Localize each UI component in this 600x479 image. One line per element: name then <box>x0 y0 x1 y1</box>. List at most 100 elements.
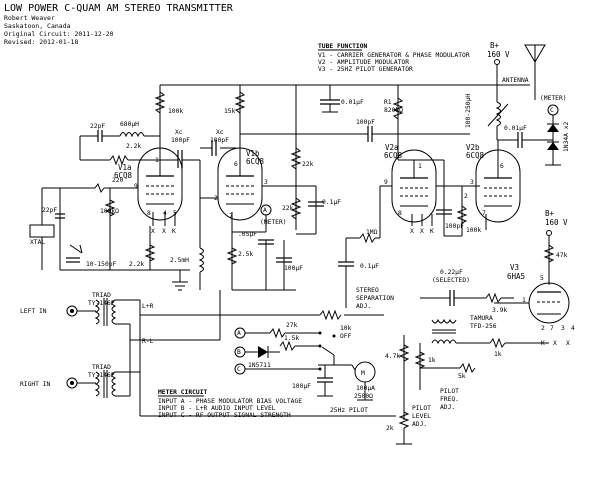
meter-input-b-label: B <box>237 349 241 356</box>
resistor-27k-label: 27k <box>286 322 298 329</box>
transformer-triad-left <box>94 298 117 326</box>
cap-100pf-label: 100pF <box>171 137 190 144</box>
meter-100ua <box>354 361 376 383</box>
b-plus-v3-voltage: 160 V <box>545 218 568 227</box>
meter-circuit-legend: METER CIRCUIT INPUT A - PHASE MODULATOR … <box>158 389 302 419</box>
meter-a-tag: (METER) <box>260 219 287 226</box>
transformer-tamura <box>431 318 457 345</box>
cap-100pf-b-label: 100pF <box>210 137 229 144</box>
pilot-25hz-label: 25Hz PILOT <box>330 407 368 414</box>
resistor-22k-a <box>290 147 302 170</box>
resistor-47k <box>543 244 555 263</box>
pin-label: 1 <box>418 163 422 170</box>
author: Robert Weaver <box>4 14 55 22</box>
inductor-100-250uh-label: 100-250µH <box>465 94 472 128</box>
meter-c-tag: (METER) <box>540 95 567 102</box>
resistor-27k <box>269 327 286 339</box>
resistor-r1-820k <box>392 97 404 120</box>
l-plus-r-label: L+R <box>142 303 154 310</box>
resistor-1k5-label: 1.5k <box>284 335 299 342</box>
tube-v2a-name: V2a <box>385 143 399 152</box>
meter-input-a-label: A <box>237 330 241 337</box>
resistor-100k-grid <box>104 199 116 217</box>
diode-1n34a-a <box>547 124 559 132</box>
tube-v1b-type: 6CQ8 <box>246 157 265 166</box>
meter-circuit-line: INPUT C - RF OUTPUT SIGNAL STRENGTH <box>158 412 291 419</box>
cap-10-150pf-label: 10-150pF <box>86 261 117 268</box>
pilot-level-label: LEVEL <box>412 413 431 420</box>
pilot-freq-label: ADJ. <box>440 404 455 411</box>
pin-label: 4 <box>571 325 575 332</box>
pin-label: X <box>566 340 570 347</box>
resistor-2k2-top <box>109 154 129 166</box>
resistor-22k-a-label: 22k <box>302 161 314 168</box>
pin-label: 9 <box>384 179 388 186</box>
pilot-freq-label: PILOT <box>440 388 459 395</box>
xc2-label: Xc <box>216 129 224 136</box>
crystal-label: XTAL <box>30 239 45 246</box>
resistor-220 <box>94 182 105 194</box>
tube-function-legend: TUBE FUNCTION V1 - CARRIER GENERATOR & P… <box>318 43 470 73</box>
meter-circuit-heading: METER CIRCUIT <box>158 389 207 396</box>
meter-resistance: 2500Ω <box>354 393 373 400</box>
pot-10k <box>319 309 342 321</box>
resistor-2k2-label: 2.2k <box>126 143 141 150</box>
resistor-220-label: 220 <box>112 177 124 184</box>
tube-function-line: V1 - CARRIER GENERATOR & PHASE MODULATOR <box>318 52 470 59</box>
pin-label: 2 <box>541 325 545 332</box>
inductor-680uh <box>119 132 145 138</box>
transformer-triad-right <box>94 370 117 398</box>
pin-label: 9 <box>134 183 138 190</box>
triad-left-label: TRIAD <box>92 292 111 299</box>
selector-switch <box>318 331 336 371</box>
pin-label: 3 <box>470 179 474 186</box>
diode-1n5711-label: 1N5711 <box>248 362 271 369</box>
resistor-3k9-label: 3.9k <box>492 307 507 314</box>
meter-input-c-label: C <box>237 366 241 373</box>
cap-022uf-label: 0.22µF <box>440 269 463 276</box>
pilot-freq-label: FREQ. <box>440 396 459 403</box>
xc-label: Xc <box>175 129 183 136</box>
resistor-1k-b-label: 1k <box>428 357 436 364</box>
pin-label: 1 <box>522 297 526 304</box>
cap-100uf-label: 100µF <box>284 265 303 272</box>
original-date: Original Circuit: 2011-12-20 <box>4 30 114 38</box>
cap-selected-label: (SELECTED) <box>432 277 470 284</box>
diode-1n34a-label: 1N34A x2 <box>563 121 570 152</box>
tube-v1b-name: V1b <box>246 149 260 158</box>
pot-2-5k-label: 2.5k <box>238 251 253 258</box>
tube-v3-name: V3 <box>510 263 519 272</box>
meter-point-c-label: C <box>550 107 554 114</box>
pin-label: 7 <box>482 210 486 217</box>
cap-22pf-label: 22pF <box>42 207 57 214</box>
resistor-3k9 <box>485 292 502 304</box>
b-plus-v3-label: B+ <box>545 209 555 218</box>
b-plus-terminal <box>494 59 500 65</box>
resistor-1k-a-label: 1k <box>494 351 502 358</box>
inductor-680uh-label: 680µH <box>120 121 139 128</box>
pin-label: X <box>420 228 424 235</box>
pin-label: 6 <box>500 163 504 170</box>
pin-label: 7 <box>229 213 233 220</box>
resistor-r1-value: 820kΩ <box>384 107 403 114</box>
resistor-100k-c-label: 100k <box>466 227 481 234</box>
tamura-model: TFD-256 <box>470 323 497 330</box>
inductor-100-250uh <box>495 101 501 127</box>
resistor-1k-a <box>489 337 506 349</box>
resistor-4k7 <box>398 344 410 362</box>
cap-100uf-b-label: 100µF <box>292 383 311 390</box>
b-plus-v3-terminal <box>546 230 552 236</box>
resistor-15k <box>234 91 246 114</box>
choke-2-5mh <box>198 247 204 273</box>
b-plus-label: B+ <box>490 41 500 50</box>
resistor-1k5 <box>279 340 296 352</box>
pin-label: 8 <box>147 210 151 217</box>
tube-function-line: V2 - AMPLITUDE MODULATOR <box>318 59 409 66</box>
resistor-22k-b <box>290 197 302 220</box>
resistor-1m-label: 1MΩ <box>366 229 378 236</box>
meter-letter: M <box>361 370 365 377</box>
resistor-2k2-cathode <box>144 244 156 262</box>
pot-2-5k <box>226 247 238 265</box>
